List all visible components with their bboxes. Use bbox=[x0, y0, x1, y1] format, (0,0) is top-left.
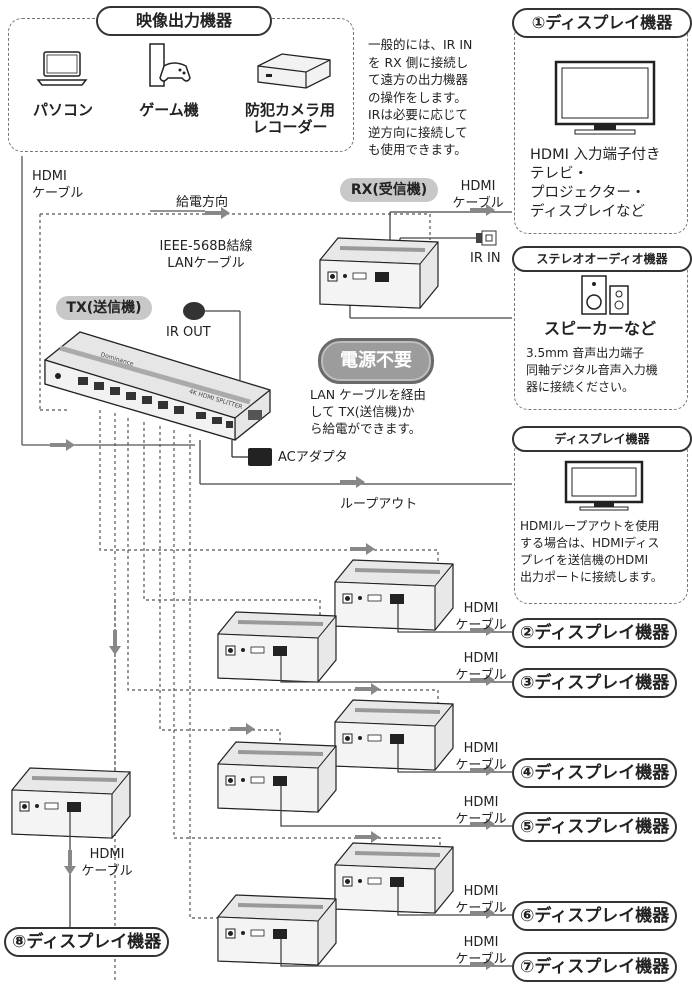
audio-label: スピーカーなど bbox=[543, 319, 656, 338]
rx-6-device bbox=[333, 841, 455, 915]
device-label-game: ゲーム機 bbox=[139, 101, 199, 119]
poe-note: LAN ケーブルを経由して TX(送信機)から給電ができます。 bbox=[310, 387, 426, 436]
ac-adapter-label: ACアダプタ bbox=[278, 450, 348, 465]
source-devices-title: 映像出力機器 bbox=[96, 6, 272, 36]
rx-4-device bbox=[333, 698, 455, 772]
speaker-icon bbox=[581, 275, 629, 315]
rx-5-device bbox=[216, 740, 338, 814]
device-label-pc: パソコン bbox=[32, 101, 93, 119]
hdmi-cable-left-label: HDMI ケーブル bbox=[32, 169, 84, 201]
recorder-icon bbox=[257, 53, 331, 89]
output-display-8: ⑧ディスプレイ機器 bbox=[4, 927, 170, 957]
game-console-icon bbox=[149, 43, 191, 87]
output-display-7: ⑦ディスプレイ機器 bbox=[512, 952, 678, 982]
device-label-recorder: 防犯カメラ用 レコーダー bbox=[244, 101, 335, 136]
rx-7-device bbox=[216, 893, 338, 967]
laptop-icon bbox=[36, 51, 88, 86]
rx-8-device bbox=[10, 766, 132, 840]
output-display-6: ⑥ディスプレイ機器 bbox=[512, 901, 678, 931]
ir-out-label: IR OUT bbox=[166, 325, 211, 340]
ir-in-label: IR IN bbox=[470, 251, 501, 266]
output-display-4: ④ディスプレイ機器 bbox=[512, 758, 678, 788]
no-power-badge: 電源不要 bbox=[318, 338, 434, 384]
rx-tag: RX(受信機) bbox=[340, 178, 438, 202]
output-display-3: ③ディスプレイ機器 bbox=[512, 668, 678, 698]
tv-icon-loop bbox=[564, 460, 644, 511]
loop-out-label: ループアウト bbox=[340, 497, 418, 512]
audio-title: ステレオオーディオ機器 bbox=[512, 246, 692, 272]
display1-desc: HDMI 入力端子付きテレビ・プロジェクター・ディスプレイなど bbox=[530, 147, 661, 220]
output-display-2: ②ディスプレイ機器 bbox=[512, 618, 678, 648]
tx-tag: TX(送信機) bbox=[56, 296, 152, 320]
lan-cable-label: IEEE-568B結線 LANケーブル bbox=[159, 239, 253, 271]
tx-device bbox=[44, 331, 271, 441]
tv-icon-1 bbox=[554, 60, 656, 135]
rx-main-device bbox=[318, 236, 440, 310]
display1-title: ①ディスプレイ機器 bbox=[512, 8, 692, 38]
hdmi-cable-rx-label: HDMI ケーブル bbox=[452, 179, 504, 211]
loop-display-title: ディスプレイ機器 bbox=[512, 426, 692, 452]
audio-desc: 3.5mm 音声出力端子同軸デジタル音声入力機器に接続ください。 bbox=[526, 346, 658, 394]
power-direction-label: 給電方向 bbox=[176, 195, 229, 210]
rx-3-device bbox=[216, 610, 338, 684]
rx-2-device bbox=[333, 558, 455, 632]
output-display-5: ⑤ディスプレイ機器 bbox=[512, 812, 678, 842]
